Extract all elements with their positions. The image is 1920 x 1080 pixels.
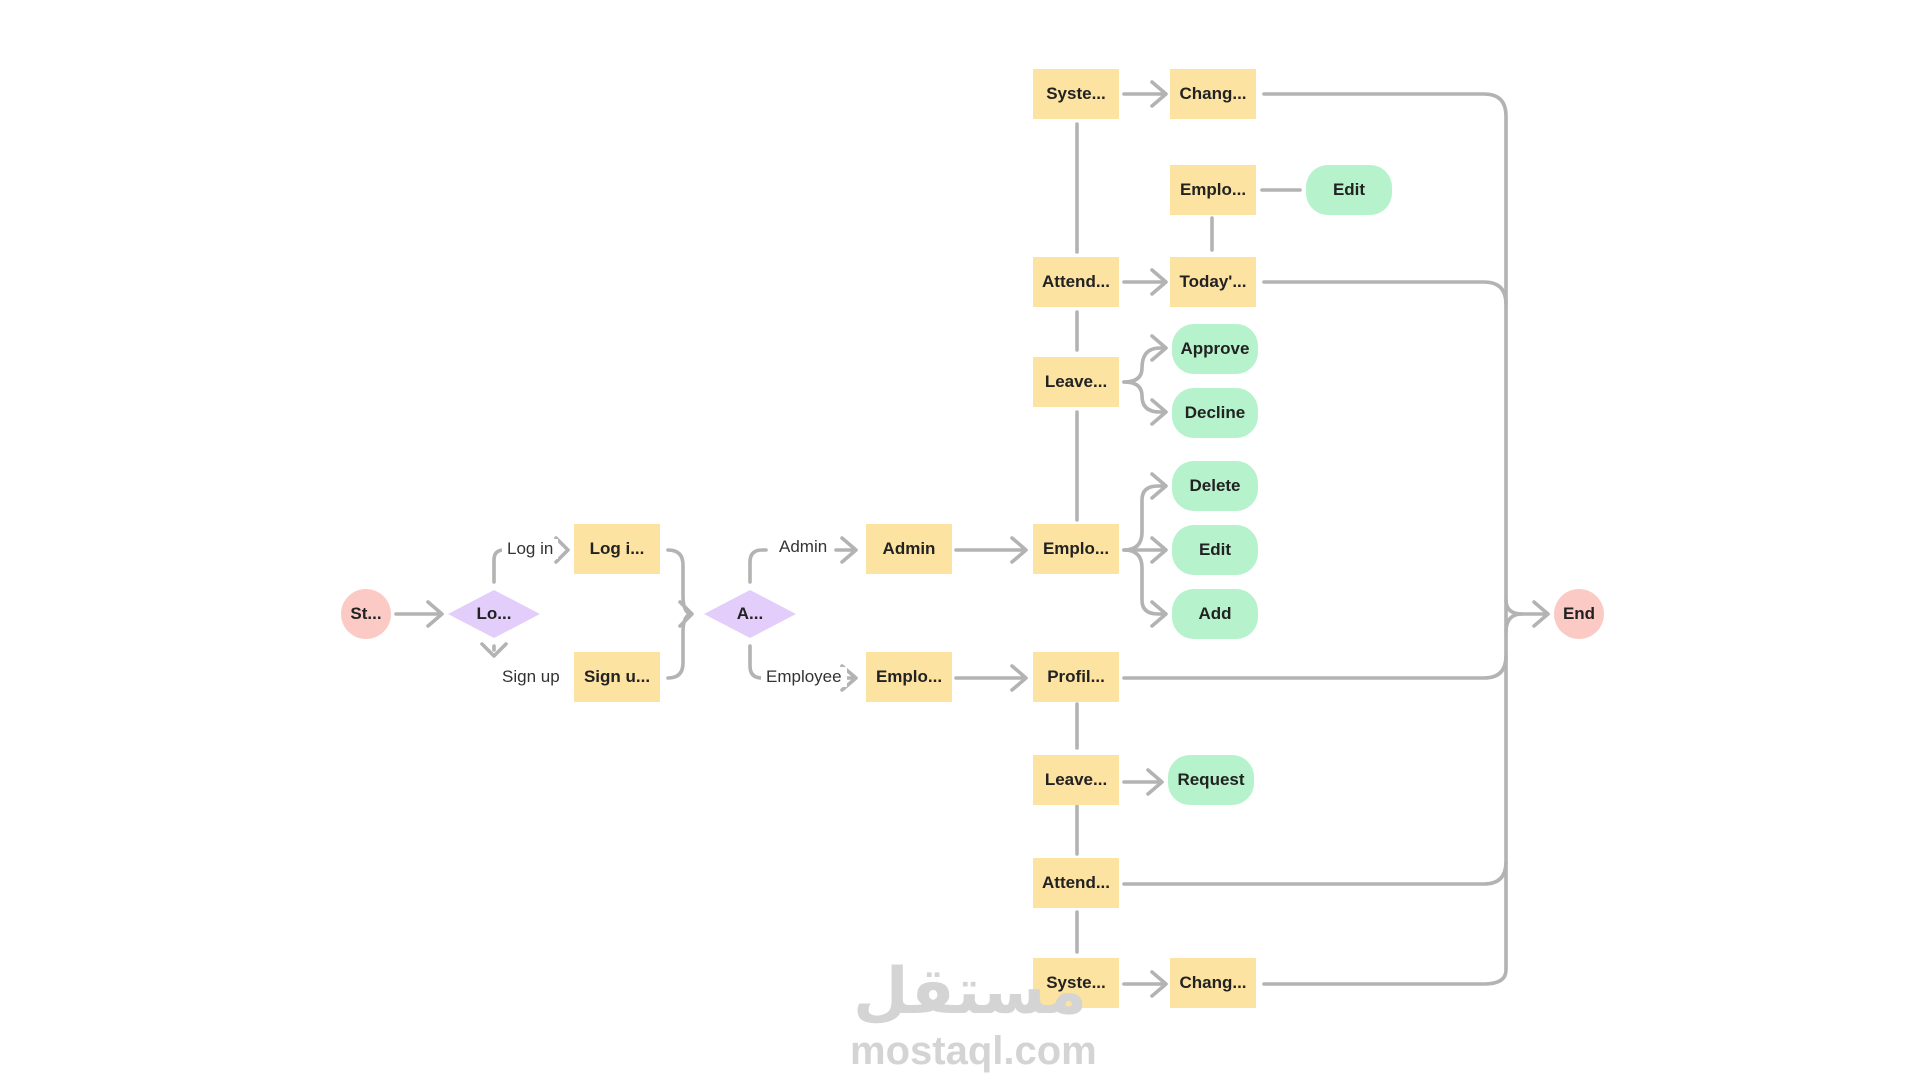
connector: [554, 536, 570, 564]
employee-profile-node[interactable]: Profil...: [1033, 652, 1119, 702]
account-decision-node[interactable]: A...: [704, 590, 796, 638]
employee-dashboard-node[interactable]: Emplo...: [866, 652, 952, 702]
connector: [480, 642, 508, 658]
admin-system-node[interactable]: Syste...: [1033, 69, 1119, 119]
admin-detail-edit-action[interactable]: Edit: [1306, 165, 1392, 215]
connector: [394, 600, 444, 628]
connector: [834, 536, 858, 564]
watermark-arabic: مستقل: [852, 955, 1088, 1027]
signup-page-node[interactable]: Sign u...: [574, 652, 660, 702]
login-decision-node[interactable]: Lo...: [448, 590, 540, 638]
connector: [1122, 860, 1508, 886]
connector: [748, 548, 768, 584]
admin-today-node[interactable]: Today'...: [1170, 257, 1256, 307]
watermark-latin: mostaql.com: [850, 1029, 1097, 1073]
connector: [1122, 768, 1164, 796]
employee-change-node[interactable]: Chang...: [1170, 958, 1256, 1008]
connector: [1122, 654, 1508, 680]
admin-employee-detail-node[interactable]: Emplo...: [1170, 165, 1256, 215]
connector: [1122, 334, 1168, 384]
employee-request-action[interactable]: Request: [1168, 755, 1254, 805]
admin-attendance-node[interactable]: Attend...: [1033, 257, 1119, 307]
connector: [954, 536, 1028, 564]
connector: [1122, 548, 1168, 628]
admin-employees-node[interactable]: Emplo...: [1033, 524, 1119, 574]
connector: [1262, 92, 1508, 986]
admin-leave-node[interactable]: Leave...: [1033, 357, 1119, 407]
connector: [1122, 970, 1168, 998]
start-node[interactable]: St...: [341, 589, 391, 639]
admin-change-node[interactable]: Chang...: [1170, 69, 1256, 119]
admin-edit-action[interactable]: Edit: [1172, 525, 1258, 575]
employee-leave-node[interactable]: Leave...: [1033, 755, 1119, 805]
edge-label-employee: Employee: [761, 667, 847, 687]
admin-decline-action[interactable]: Decline: [1172, 388, 1258, 438]
admin-node[interactable]: Admin: [866, 524, 952, 574]
connector: [1122, 268, 1168, 296]
admin-approve-action[interactable]: Approve: [1172, 324, 1258, 374]
edge-label-admin: Admin: [774, 537, 833, 557]
connector: [954, 664, 1028, 692]
connector: [1122, 472, 1168, 552]
admin-add-action[interactable]: Add: [1172, 589, 1258, 639]
connector: [1122, 80, 1168, 108]
connector: [1122, 380, 1168, 426]
connector: [1504, 600, 1550, 634]
edge-label-log-in: Log in: [502, 539, 559, 559]
connector: [1262, 280, 1508, 306]
end-node[interactable]: End: [1554, 589, 1604, 639]
admin-delete-action[interactable]: Delete: [1172, 461, 1258, 511]
employee-system-node[interactable]: Syste...: [1033, 958, 1119, 1008]
diamond-shape: [704, 590, 796, 638]
diamond-shape: [448, 590, 540, 638]
login-decision-label: Lo...: [476, 604, 512, 623]
login-page-node[interactable]: Log i...: [574, 524, 660, 574]
mostaql-watermark: مستقل mostaql.com: [850, 955, 1097, 1075]
account-decision-label: A...: [736, 604, 764, 623]
employee-attendance-node[interactable]: Attend...: [1033, 858, 1119, 908]
connector: [1504, 598, 1524, 616]
edge-label-sign-up: Sign up: [497, 667, 565, 687]
connector: [666, 548, 694, 680]
